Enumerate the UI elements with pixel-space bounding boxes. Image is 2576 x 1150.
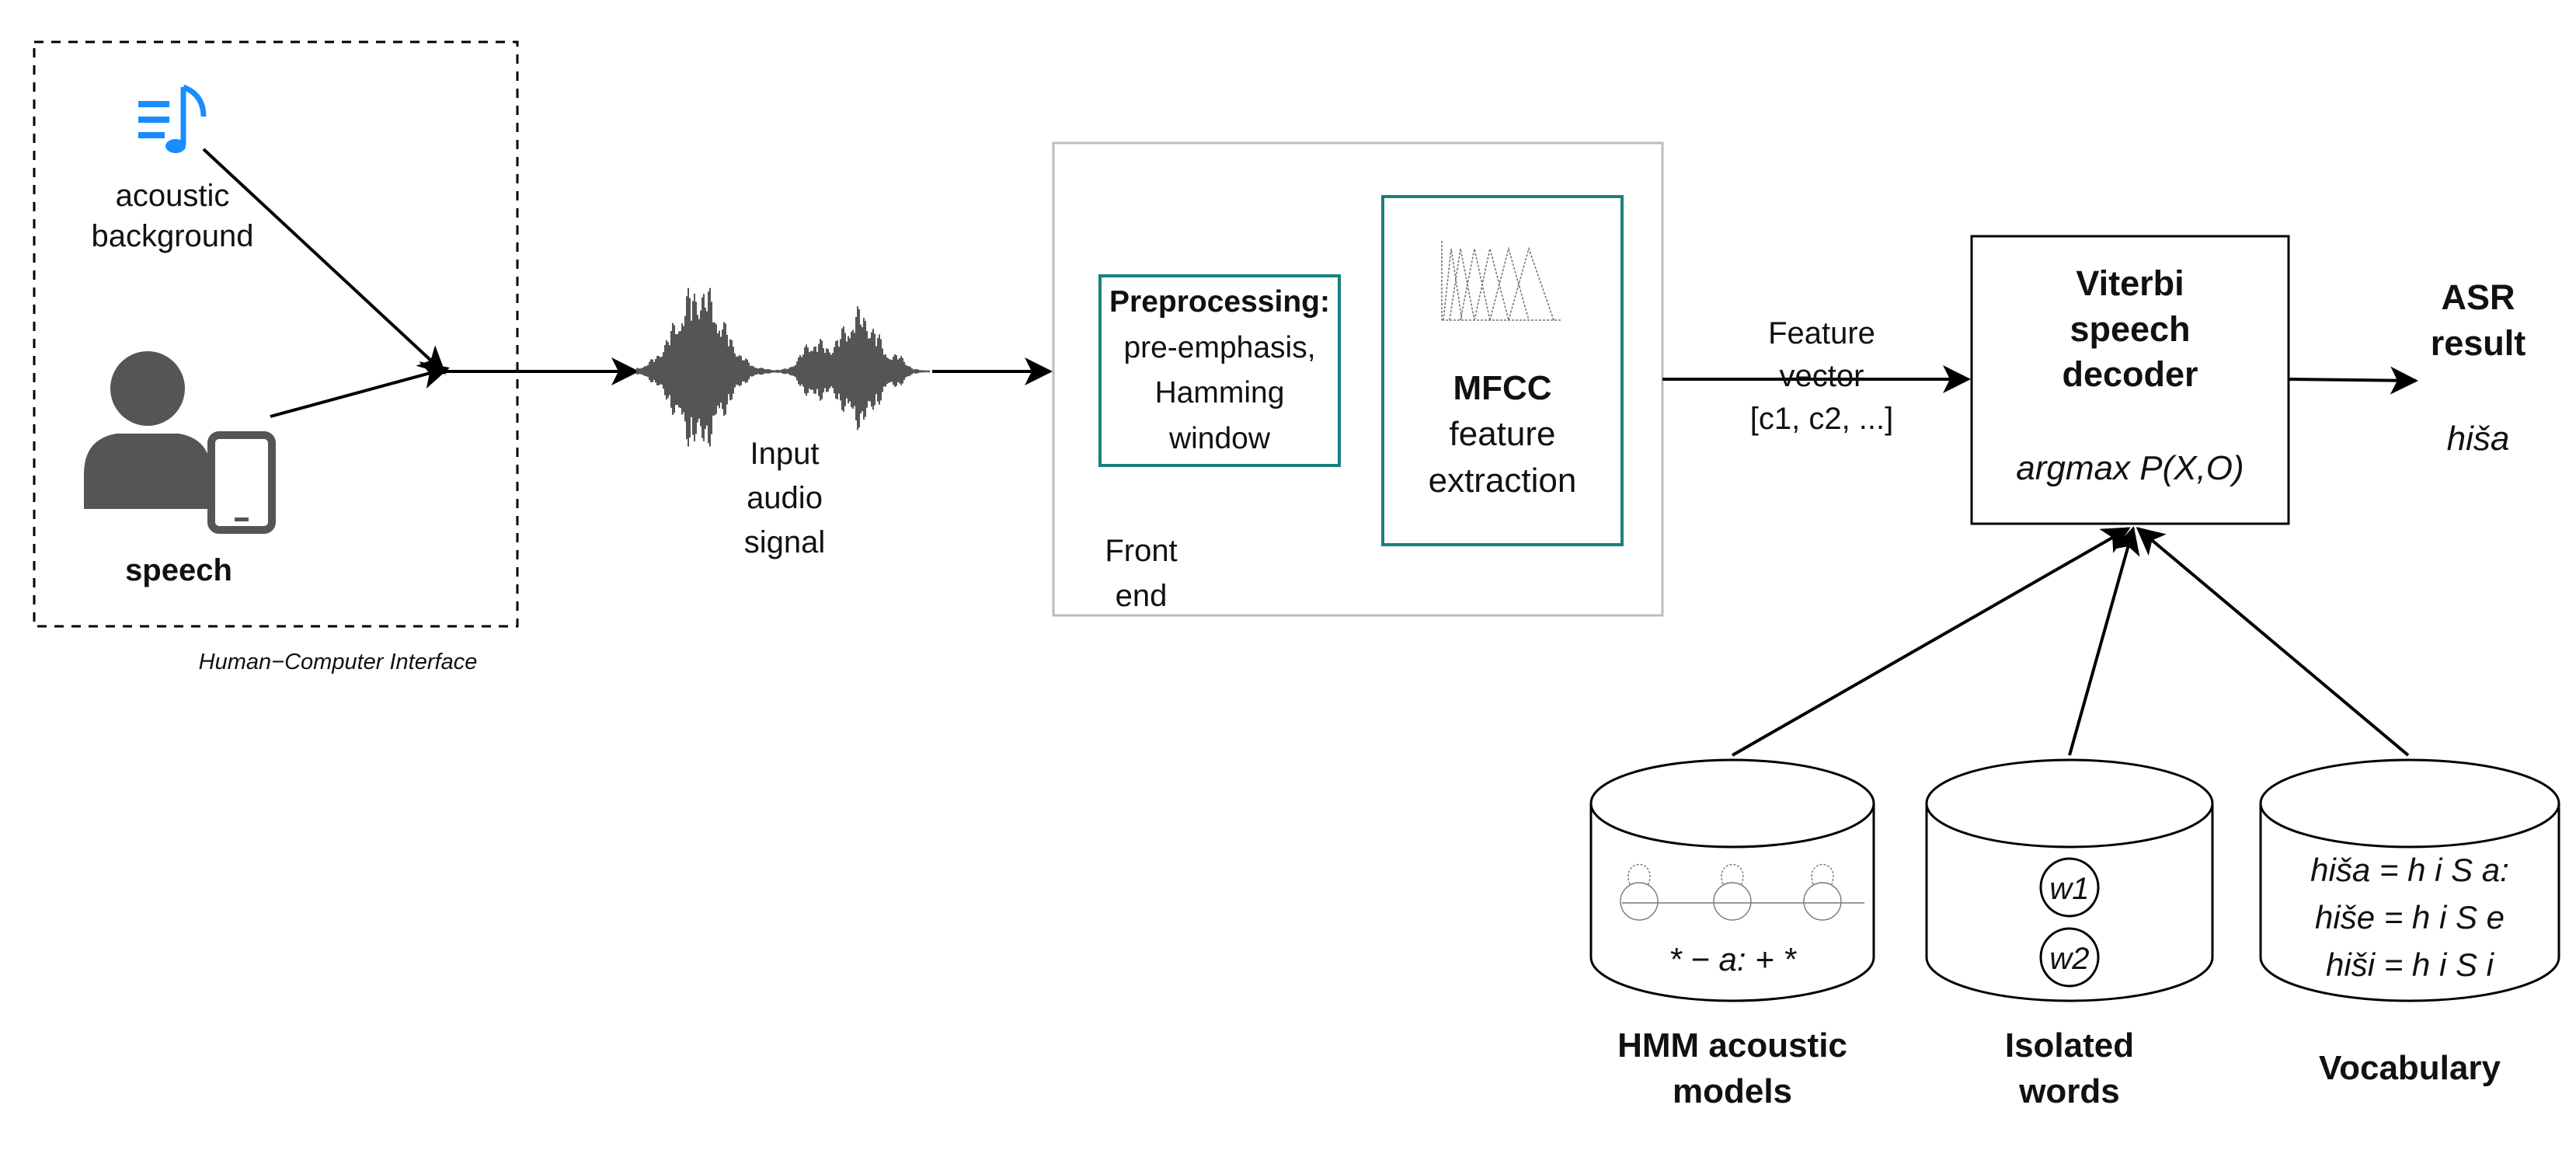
preprocessing-box — [1098, 274, 1341, 467]
preprocessing-line1: pre-emphasis, — [1123, 330, 1316, 364]
isolated-label-line1: Isolated — [2004, 1026, 2135, 1065]
speech-arrow — [270, 361, 450, 418]
mel-filterbank-icon — [1441, 241, 1561, 321]
words-to-decoder-arrow — [2068, 526, 2140, 756]
acoustic-arrow — [202, 148, 447, 375]
vocabulary-entries: hiša = h i S a: hiše = h i S e hiši = h … — [2261, 847, 2559, 989]
hci-caption: Human−Computer Interface — [198, 650, 478, 674]
preprocessing-line3: window — [1168, 421, 1271, 455]
isolated-words-label: Isolated words — [1927, 1023, 2212, 1115]
mfcc-line1: feature — [1449, 415, 1556, 454]
input-signal-label: Input audio signal — [699, 432, 870, 564]
mfcc-box — [1381, 195, 1624, 546]
feature-vector-line1: Feature — [1768, 316, 1875, 350]
vocab-entry-1: hiša = h i S a: — [2310, 852, 2509, 888]
hmm-database-cylinder — [1589, 758, 1875, 1002]
signal-line3: signal — [743, 524, 826, 559]
hmm-label-line1: HMM acoustic — [1617, 1026, 1847, 1065]
person-phone-icon — [84, 351, 276, 534]
front-end-line1: Front — [1105, 534, 1178, 568]
feature-vector-line2: vector — [1779, 359, 1864, 394]
word-w2-node — [2039, 927, 2100, 988]
hmm-label-line2: models — [1672, 1072, 1793, 1111]
hci-frame — [33, 40, 519, 628]
decoder-line3: decoder — [2062, 354, 2198, 394]
front-end-label: Front end — [1091, 528, 1192, 619]
audio-waveform — [636, 288, 930, 447]
front-end-line2: end — [1115, 579, 1168, 613]
feature-vector-label: Feature vector [c1, c2, ...] — [1717, 312, 1927, 441]
asr-result-line2: result — [2430, 322, 2526, 363]
mfcc-title: MFCC — [1453, 369, 1552, 407]
asr-result-word: hiša — [2446, 420, 2510, 458]
w1-label: w1 — [2049, 872, 2090, 906]
vocabulary-cylinder — [2259, 758, 2560, 1002]
hmm-state-diagram-icon — [1620, 864, 1864, 921]
signal-line1: Input — [750, 437, 820, 471]
signal-line2: audio — [747, 480, 823, 515]
word-w1-node — [2039, 857, 2100, 918]
decoder-line2: speech — [2070, 308, 2191, 349]
preprocessing-title: Preprocessing: — [1109, 285, 1330, 319]
hmm-to-decoder-arrow — [1732, 527, 2131, 757]
feature-vector-line3: [c1, c2, ...] — [1749, 402, 1894, 437]
vocabulary-label: Vocabulary — [2319, 1049, 2501, 1087]
acoustic-label-line1: acoustic — [115, 179, 230, 213]
isolated-label-line2: words — [2019, 1072, 2120, 1111]
asr-result-line1: ASR — [2441, 277, 2515, 317]
vocab-to-decoder-arrow — [2136, 527, 2410, 757]
vocab-entry-2: hiše = h i S e — [2315, 898, 2505, 936]
hmm-phone-context: * − a: + * — [1669, 941, 1796, 977]
speech-label: speech — [125, 553, 232, 587]
decoder-title: Viterbi speech decoder — [1972, 261, 2289, 398]
vocab-entry-3: hiši = h i S i — [2326, 946, 2494, 983]
hmm-label: HMM acoustic models — [1585, 1023, 1880, 1115]
hmm-db-content: * − a: + * — [1591, 939, 1874, 981]
mfcc-line2: extraction — [1428, 461, 1577, 500]
preprocessing-line2: Hamming — [1154, 376, 1285, 409]
acoustic-background-label: acoustic background — [71, 176, 273, 256]
music-note-icon — [138, 84, 207, 153]
decoder-to-result-arrow — [2288, 366, 2418, 395]
acoustic-label-line2: background — [91, 219, 254, 253]
mfcc-text: MFCC feature extraction — [1383, 365, 1622, 504]
viterbi-decoder-box — [1970, 235, 2290, 525]
preprocessing-text: Preprocessing: pre-emphasis, Hamming win… — [1100, 280, 1339, 462]
decoder-formula: argmax P(X,O) — [2016, 449, 2244, 487]
asr-result-title: ASR result — [2408, 275, 2548, 366]
w2-label: w2 — [2049, 942, 2090, 976]
decoder-line1: Viterbi — [2076, 263, 2184, 303]
